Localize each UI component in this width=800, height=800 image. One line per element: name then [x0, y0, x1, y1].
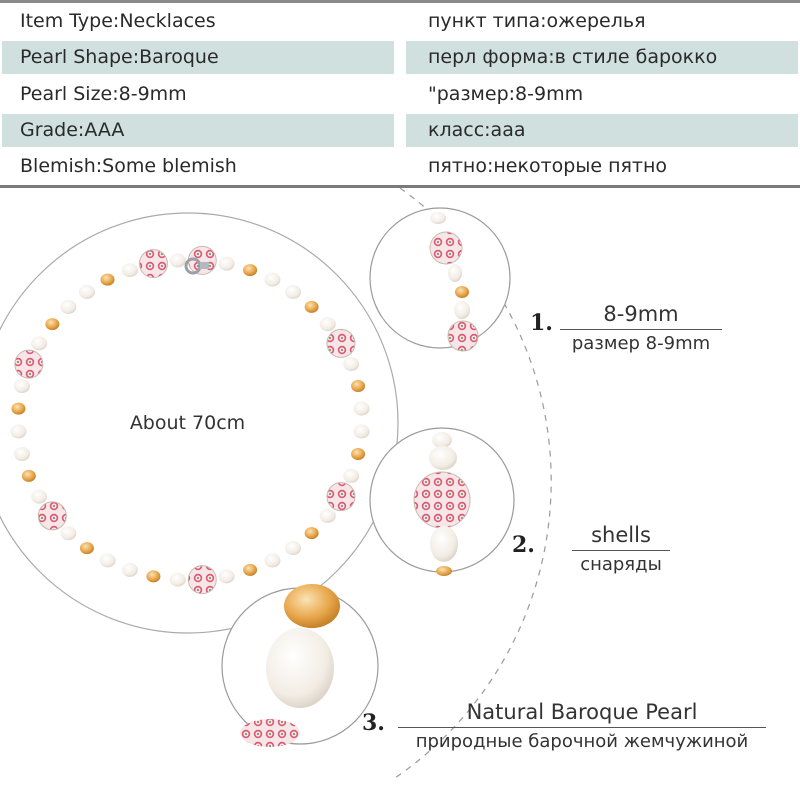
detail-number-3: 3. [362, 710, 385, 736]
necklace-drawing [0, 188, 552, 779]
spec-table: Item Type:Necklaces пункт типа:ожерелья … [0, 0, 800, 188]
detail-number-1: 1. [530, 310, 553, 336]
gold-pearl-bead [146, 570, 161, 583]
product-illustration [0, 188, 800, 800]
pearl-bead [169, 572, 186, 587]
pearl-bead [31, 489, 48, 504]
pearl-bead [60, 526, 77, 541]
gold-pearl-bead [79, 542, 94, 555]
spec-ru-pearl-shape: перл форма:в стиле барокко [406, 41, 798, 74]
pearl-bead [78, 284, 95, 299]
spec-row-grade: Grade:AAA класс:ааа [0, 112, 800, 149]
spec-row-pearl-size: Pearl Size:8-9mm "размер:8-9mm [0, 76, 800, 113]
gold-pearl-bead [21, 469, 36, 482]
pearl-bead [353, 424, 370, 439]
spec-en-grade: Grade:AAA [2, 114, 394, 147]
gold-pearl-bead [304, 300, 319, 313]
spec-ru-grade: класс:ааа [406, 114, 798, 147]
detail-caption-1: 8-9mm размер 8-9mm [560, 302, 722, 354]
detail-caption-2: shells снаряды [572, 523, 670, 575]
detail-number-2: 2. [512, 532, 535, 558]
shell-bead [326, 482, 356, 512]
spec-ru-blemish: пятно:некоторые пятно [428, 155, 668, 177]
spec-row-blemish: Blemish:Some blemish пятно:некоторые пят… [0, 148, 800, 185]
gold-pearl-bead [243, 264, 258, 277]
gold-pearl-bead [304, 527, 319, 540]
pearl-bead [285, 541, 302, 556]
spec-en-pearl-size: Pearl Size:8-9mm [20, 83, 187, 105]
detail-caption-3: Natural Baroque Pearl природные барочной… [398, 700, 766, 752]
spec-ru-item-type: пункт типа:ожерелья [428, 10, 646, 32]
pearl-bead [99, 553, 116, 568]
pearl-bead [169, 253, 186, 268]
shell-bead [37, 501, 67, 531]
shell-bead [138, 249, 168, 279]
necklace-beads [10, 245, 370, 595]
gold-pearl-bead [45, 318, 60, 331]
pearl-bead [60, 299, 77, 314]
pearl-bead [13, 378, 30, 393]
pearl-bead [121, 263, 138, 278]
pearl-bead [218, 256, 235, 271]
necklace-outline-circle [0, 212, 399, 634]
pearl-bead [121, 562, 138, 577]
necklace-length-label: About 70cm [129, 412, 246, 434]
shell-bead [187, 565, 217, 595]
detail-circle-2 [369, 427, 515, 576]
gold-pearl-bead [100, 273, 115, 286]
gold-pearl-bead [351, 379, 366, 392]
gold-pearl-bead [243, 563, 258, 576]
spec-row-item-type: Item Type:Necklaces пункт типа:ожерелья [0, 3, 800, 40]
detail-ru-2: снаряды [580, 554, 662, 575]
pearl-bead [10, 424, 27, 439]
spec-en-pearl-shape: Pearl Shape:Baroque [2, 41, 394, 74]
detail-circle-1 [369, 207, 511, 352]
pearl-bead [264, 553, 281, 568]
pearl-bead [319, 508, 336, 523]
spec-en-item-type: Item Type:Necklaces [20, 10, 216, 32]
clasp-icon [184, 257, 209, 275]
detail-en-3: Natural Baroque Pearl [398, 700, 766, 728]
spec-ru-pearl-size: "размер:8-9mm [428, 83, 584, 105]
pearl-bead [218, 569, 235, 584]
gold-pearl-bead [11, 402, 26, 415]
detail-ru-1: размер 8-9mm [571, 333, 711, 354]
pearl-bead [31, 336, 48, 351]
table-top-border [0, 0, 800, 3]
pearl-bead [319, 317, 336, 332]
detail-en-2: shells [572, 523, 670, 551]
shell-bead [326, 328, 356, 358]
spec-en-blemish: Blemish:Some blemish [20, 155, 237, 177]
table-bottom-border [0, 185, 800, 188]
pearl-bead [13, 447, 30, 462]
pearl-bead [343, 357, 360, 372]
pearl-bead [353, 401, 370, 416]
pearl-bead [285, 284, 302, 299]
detail-ru-3: природные барочной жемчужиной [415, 731, 749, 752]
spec-row-pearl-shape: Pearl Shape:Baroque перл форма:в стиле б… [0, 39, 800, 76]
pearl-bead [343, 468, 360, 483]
detail-circle-3 [221, 584, 379, 747]
detail-en-1: 8-9mm [560, 302, 722, 330]
gold-pearl-bead [351, 448, 366, 461]
pearl-bead [264, 272, 281, 287]
shell-bead [14, 349, 44, 379]
